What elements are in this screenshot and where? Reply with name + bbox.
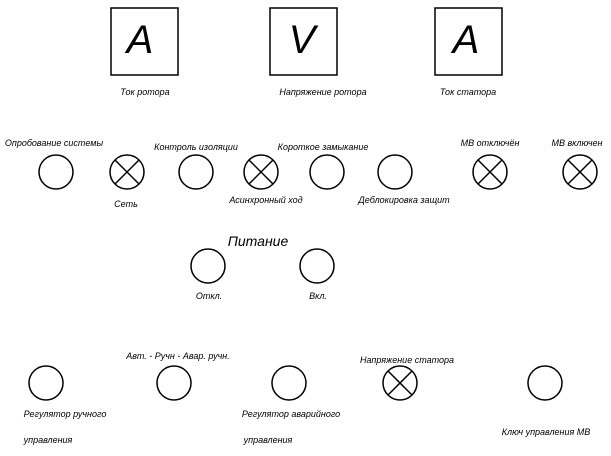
stator-voltage-lamp	[382, 365, 418, 401]
stator-voltage-lamp-cross-b	[387, 370, 413, 396]
meter-stator-current-frame	[434, 7, 503, 76]
insulation-control-button[interactable]	[178, 154, 214, 190]
label-short-circuit: Короткое замыкание	[278, 142, 369, 152]
label-unlock-protection: Деблокировка защит	[357, 195, 450, 205]
unlock-protection-button[interactable]	[377, 154, 413, 190]
network-lamp-cross-b	[114, 159, 140, 185]
meter-stator-current: A	[434, 7, 503, 76]
meter-rotor-current-label: Ток ротора	[120, 87, 169, 97]
breaker-off-lamp-cross-b	[477, 159, 503, 185]
breaker-on-lamp-cross-b	[567, 159, 593, 185]
label-system-test: Опробование системы	[5, 138, 104, 148]
meter-rotor-current: A	[110, 7, 179, 76]
label-manual-regulator-line1: Регулятор ручного	[24, 409, 107, 419]
label-manual-regulator-line2: управления	[23, 435, 73, 445]
breaker-control-key[interactable]	[527, 365, 563, 401]
short-circuit-button[interactable]	[309, 154, 345, 190]
async-run-lamp-cross-b	[248, 159, 274, 185]
meter-rotor-current-frame	[110, 7, 179, 76]
label-emergency-regulator-line1: Регулятор аварийного	[242, 409, 340, 419]
label-breaker-off: МВ отключён	[461, 138, 520, 148]
breaker-off-lamp	[472, 154, 508, 190]
meter-stator-current-label: Ток статора	[440, 87, 496, 97]
power-title: Питание	[228, 233, 289, 249]
label-stator-voltage: Напряжение статора	[360, 355, 454, 365]
meter-rotor-voltage-symbol: V	[289, 18, 319, 62]
mode-switch[interactable]	[156, 365, 192, 401]
label-insulation-control: Контроль изоляции	[154, 142, 238, 152]
power-off-button[interactable]	[190, 248, 226, 284]
label-power-off: Откл.	[196, 291, 222, 301]
async-run-lamp	[243, 154, 279, 190]
label-breaker-on: МВ включен	[551, 138, 602, 148]
meter-rotor-voltage: V	[269, 7, 338, 76]
meter-rotor-voltage-frame	[269, 7, 338, 76]
label-mode-switch: Авт. - Ручн - Авар. ручн.	[125, 351, 229, 361]
meter-rotor-current-symbol: A	[125, 18, 154, 62]
label-emergency-regulator-line2: управления	[243, 435, 293, 445]
meter-rotor-voltage-label: Напряжение ротора	[279, 87, 366, 97]
breaker-on-lamp	[562, 154, 598, 190]
system-test-button[interactable]	[38, 154, 74, 190]
power-on-button[interactable]	[299, 248, 335, 284]
label-power-on: Вкл.	[309, 291, 327, 301]
label-breaker-control-key: Ключ управления МВ	[502, 427, 591, 437]
meter-stator-current-symbol: A	[451, 18, 480, 62]
emergency-regulator-knob[interactable]	[271, 365, 307, 401]
label-network: Сеть	[114, 199, 138, 209]
label-async-run: Асинхронный ход	[228, 195, 302, 205]
network-lamp	[109, 154, 145, 190]
manual-regulator-knob[interactable]	[28, 365, 64, 401]
